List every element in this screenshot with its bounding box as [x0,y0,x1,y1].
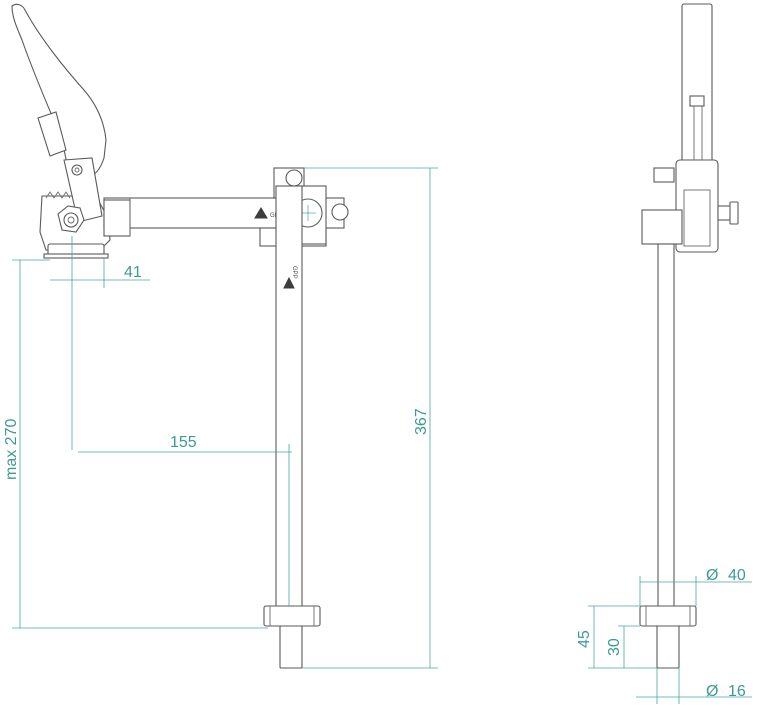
side-view: GPP GPP 41 155 max 270 367 [3,3,438,669]
front-knob-grip [729,201,739,225]
arm-collar [103,199,131,237]
base-bolt [63,212,79,228]
warning-triangle-arm [254,207,268,219]
front-clamp-inner [683,189,711,247]
front-lever-pivot [689,95,705,107]
front-post [657,243,675,611]
clamp-foot-base [43,253,109,259]
front-cross-top [653,167,675,183]
spring [45,191,71,199]
dim-d16-label: 16 [728,683,746,700]
lever-pivot [71,164,83,176]
front-base-pin [656,625,680,669]
dim-30-label: 30 [606,638,623,656]
front-view: Ø 40 45 30 Ø 16 [576,3,752,704]
dim-d16-symbol: Ø [706,683,718,700]
arm-end-screw [331,203,349,221]
base-pin [279,625,303,669]
front-base-collar [639,605,697,627]
front-cross-block [641,209,683,245]
clamp-lever-handle [11,3,107,179]
dim-max270-label: max 270 [3,419,20,480]
dim-45-label: 45 [576,630,593,648]
base-collar [263,605,321,627]
warning-triangle-post [283,276,295,289]
post-brand-label: GPP [291,266,297,279]
dim-41-label: 41 [124,264,142,281]
lever-pivot-inner [74,167,80,173]
dim-155-label: 155 [170,434,197,451]
cross-clamp-screw-top [285,169,303,187]
dim-367-label: 367 [413,408,430,435]
dim-d40-symbol: Ø [706,567,718,584]
dim-d40-label: 40 [728,567,746,584]
base-bolt-inner [67,216,75,224]
lever-grip-step [37,111,67,157]
